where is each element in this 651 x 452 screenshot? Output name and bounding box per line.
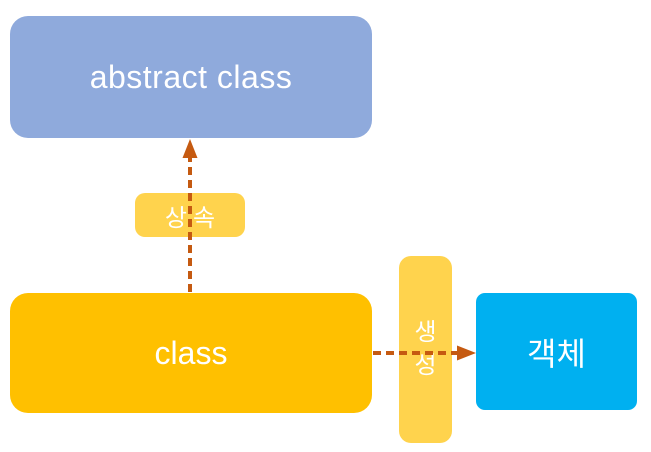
- object-label: 객체: [527, 335, 586, 372]
- inheritance-edge-label: 상속: [135, 193, 245, 237]
- inheritance-arrowhead-icon: [182, 139, 198, 158]
- abstract-class-node: abstract class: [10, 16, 372, 138]
- creation-arrowhead-icon: [457, 345, 476, 361]
- class-node: class: [10, 293, 372, 413]
- inheritance-edge-text: 상속: [164, 204, 222, 232]
- class-label: class: [154, 334, 228, 371]
- creation-edge-text: 생성: [414, 319, 437, 379]
- abstract-class-label: abstract class: [89, 58, 293, 95]
- creation-edge-label: 생성: [399, 256, 452, 443]
- object-node: 객체: [476, 293, 637, 410]
